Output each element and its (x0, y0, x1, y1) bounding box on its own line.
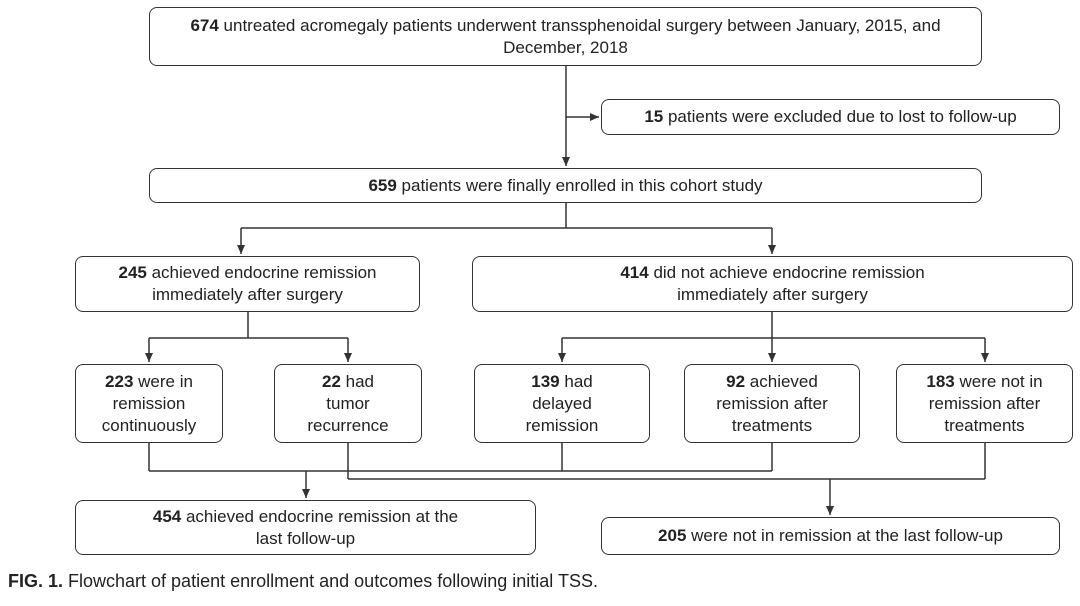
node-delayed-remission: 139 had delayed remission (474, 364, 650, 443)
caption-text: Flowchart of patient enrollment and outc… (63, 571, 598, 591)
figure-caption: FIG. 1. Flowchart of patient enrollment … (8, 571, 598, 592)
node-immediate-remission: 245 achieved endocrine remission immedia… (75, 256, 420, 312)
node-no-immediate-remission: 414 did not achieve endocrine remission … (472, 256, 1073, 312)
node-no-remission-after-treatment: 183 were not in remission after treatmen… (896, 364, 1073, 443)
node-final-no-remission: 205 were not in remission at the last fo… (601, 517, 1060, 555)
figure-label: FIG. 1. (8, 571, 64, 591)
node-final-remission: 454 achieved endocrine remission at the … (75, 500, 536, 555)
node-continuous-remission: 223 were in remission continuously (75, 364, 223, 443)
node-excluded: 15 patients were excluded due to lost to… (601, 99, 1060, 135)
node-total: 674 untreated acromegaly patients underw… (149, 7, 982, 66)
node-enrolled: 659 patients were finally enrolled in th… (149, 168, 982, 203)
node-remission-after-treatment: 92 achieved remission after treatments (684, 364, 860, 443)
node-recurrence: 22 had tumor recurrence (274, 364, 422, 443)
